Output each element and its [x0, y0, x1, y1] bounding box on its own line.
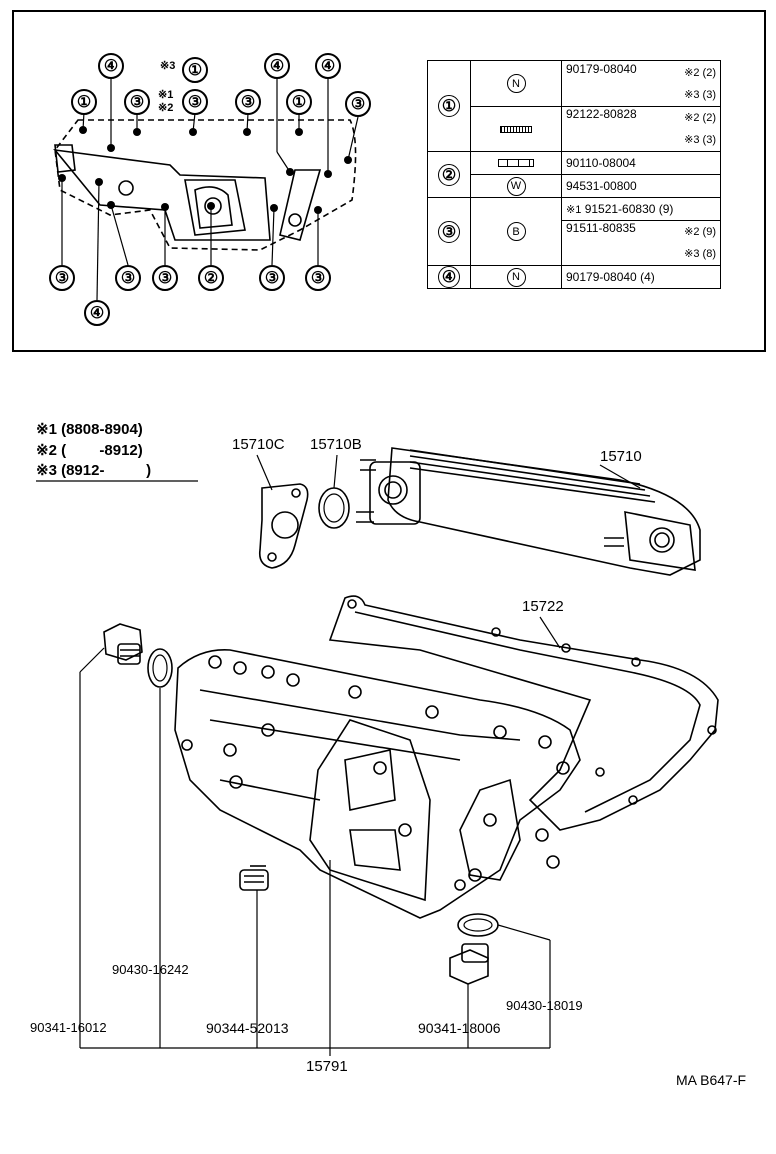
drain-plug-18006	[449, 943, 489, 985]
part-number: 92122-80828	[566, 107, 637, 121]
washer-symbol-icon: W	[506, 176, 526, 196]
callout-3-bottom-1: ③	[49, 265, 75, 291]
table-row: ④ N 90179-08040 (4)	[427, 265, 721, 289]
callout-1-left: ①	[71, 89, 97, 115]
label-90344-52013: 90344-52013	[206, 1020, 289, 1036]
callout-1-right: ①	[286, 89, 312, 115]
group-3-badge: ③	[438, 220, 460, 243]
callout-2-bottom: ②	[198, 265, 224, 291]
label-90341-16012: 90341-16012	[30, 1020, 107, 1035]
oil-cooler-case	[174, 649, 581, 919]
callout-4-bottom: ④	[84, 300, 110, 326]
drain-plug-16012	[103, 623, 143, 665]
label-15710: 15710	[600, 448, 642, 465]
table-row: W 94531-00800	[428, 174, 721, 198]
part-number: 94531-00800	[566, 179, 637, 193]
top-detail-frame	[12, 10, 766, 352]
callout-3-a: ③	[124, 89, 150, 115]
callout-3-bottom-5: ③	[305, 265, 331, 291]
part-number: 90179-08040 (4)	[566, 270, 655, 284]
gasket-15710c	[258, 483, 309, 569]
cover-gasket-15722	[328, 595, 719, 831]
bolt-symbol-icon	[498, 159, 534, 167]
group-1-badge: ①	[438, 95, 460, 117]
label-90341-18006: 90341-18006	[418, 1020, 501, 1036]
part-number: 91511-80835	[566, 221, 636, 235]
note-mark-2: ※2	[158, 102, 174, 114]
exploded-leader-lines	[36, 454, 641, 1056]
table-row: ② 90110-08004	[427, 151, 721, 198]
nut-symbol-icon: N	[506, 267, 526, 287]
table-row: 92122-80828 ※2 (2) ※3 (3)	[428, 106, 721, 152]
table-row: ① N 90179-08040 ※2 (2) ※3 (3)	[427, 60, 721, 152]
plug-52013	[239, 865, 269, 891]
callout-3-c: ③	[235, 89, 261, 115]
bolt-b-symbol-icon: B	[506, 222, 526, 241]
table-row: ③ B ※1 91521-60830 (9)	[427, 197, 721, 266]
legend-line-2: ※2 ( -8912)	[36, 442, 143, 459]
top-housing-outline	[53, 119, 357, 251]
callout-1-top-center: ①	[182, 57, 208, 83]
drawing-code: MA B647-F	[676, 1072, 747, 1088]
parts-table: ① N 90179-08040 ※2 (2) ※3 (3) 92122-8082…	[427, 60, 721, 289]
top-leader-lines	[61, 78, 359, 301]
note-mark-1: ※1	[158, 89, 174, 101]
stud-symbol-icon	[500, 126, 532, 133]
callout-3-bottom-3: ③	[152, 265, 178, 291]
label-15791: 15791	[306, 1058, 348, 1075]
label-90430-16242: 90430-16242	[112, 962, 189, 977]
callout-4-top-right: ④	[315, 53, 341, 79]
legend-line-3: ※3 (8912- )	[36, 462, 152, 479]
table-row: 91511-80835 ※2 (9) ※3 (8)	[428, 220, 721, 266]
callout-3-b: ③	[182, 89, 208, 115]
part-number: 90110-08004	[566, 156, 636, 170]
callout-4-top-mid: ④	[264, 53, 290, 79]
note-mark-3: ※3	[160, 60, 176, 72]
group-4-badge: ④	[438, 266, 460, 288]
group-2-badge: ②	[438, 163, 460, 186]
nut-symbol-icon: N	[506, 74, 526, 93]
gasket-16242	[147, 648, 173, 688]
label-15722: 15722	[522, 598, 564, 615]
callout-4-top-left: ④	[98, 53, 124, 79]
part-number: 90179-08040	[566, 61, 637, 76]
callout-3-bottom-2: ③	[115, 265, 141, 291]
label-15710b: 15710B	[310, 436, 362, 453]
part-number: 91521-60830 (9)	[584, 202, 674, 216]
label-90430-18019: 90430-18019	[506, 998, 583, 1013]
legend-line-1: ※1 (8808-8904)	[36, 421, 143, 438]
label-15710c: 15710C	[232, 436, 285, 453]
oil-cooler-element	[356, 447, 701, 576]
callout-3-bottom-4: ③	[259, 265, 285, 291]
callout-3-right: ③	[345, 91, 371, 117]
